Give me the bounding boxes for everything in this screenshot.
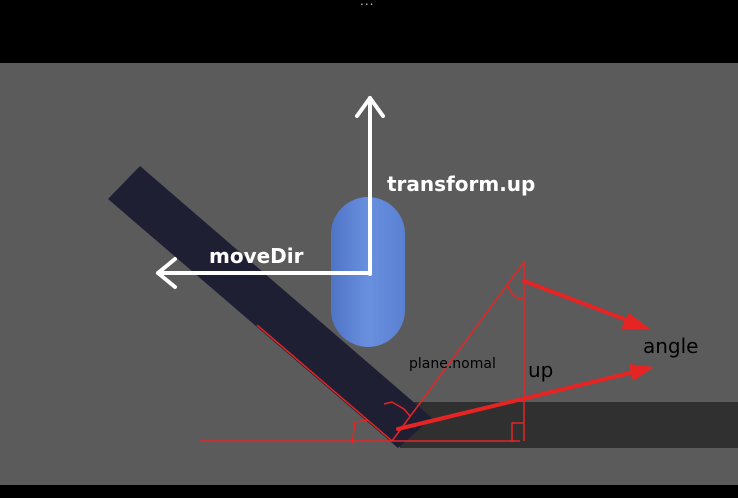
angle-arrow-lower [396,364,654,431]
move-dir-label: moveDir [209,244,304,268]
angle-label: angle [643,334,699,358]
ramp-slope [108,166,432,448]
plane-normal-line [391,261,525,442]
angle-mark-left [351,419,369,445]
angle-arrow-upper [522,279,650,329]
up-label: up [528,358,553,382]
top-indicator: ... [360,0,375,8]
top-letterbox: ... [0,0,738,63]
slope-parallel-line [256,324,393,442]
right-angle-mark-floor [511,422,524,441]
bottom-letterbox [0,485,738,498]
transform-up-arrow [355,96,385,276]
move-dir-arrow [156,257,372,289]
transform-up-label: transform.up [387,172,535,196]
plane-normal-label: plane.nomal [409,356,496,372]
angle-arc-top [506,283,525,300]
right-angle-mark-slope [383,401,411,417]
red-construction [200,261,525,445]
